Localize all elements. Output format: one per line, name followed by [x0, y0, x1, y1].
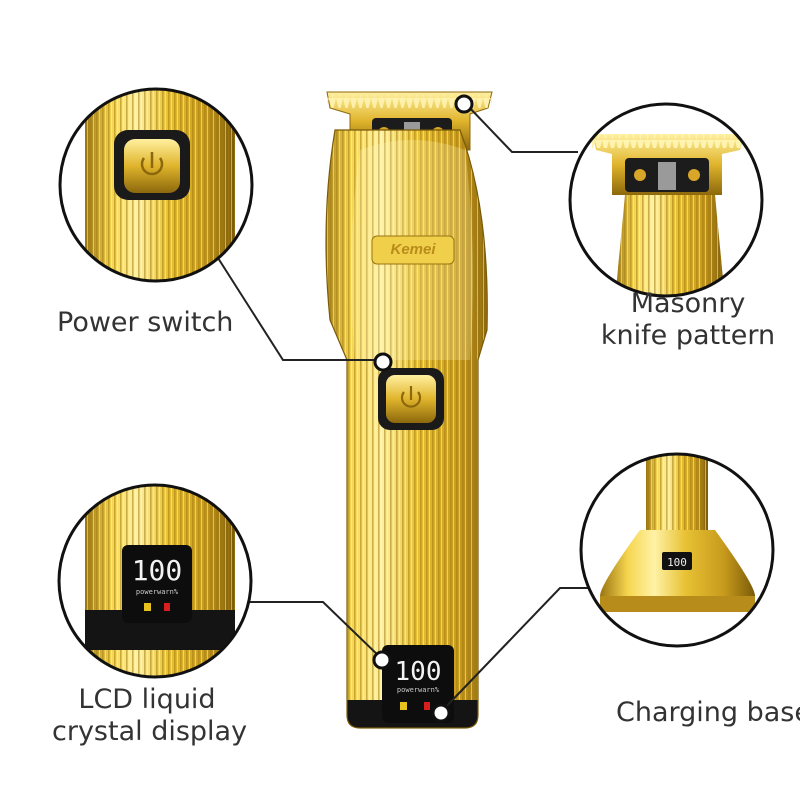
callout-lcd-display: LCD liquid crystal display [52, 684, 248, 748]
callout-masonry-line1: Masonry [630, 288, 746, 319]
callout-masonry-line2: knife pattern [600, 320, 776, 351]
leader-dots [372, 94, 474, 723]
detail-lcd-number: 100 [132, 554, 183, 587]
callout-charging-base: Charging base [616, 697, 800, 729]
detail-circle-lcd: 100 powerwarn% [57, 483, 253, 679]
detail-lcd-caption: powerwarn% [136, 588, 179, 596]
main-lcd-number: 100 [395, 657, 442, 687]
callout-charging-base-text: Charging base [616, 697, 800, 728]
callout-masonry-knife-pattern: Masonry knife pattern [588, 288, 788, 352]
trimmer-body: 100 powerwarn% [325, 91, 493, 729]
callout-lcd-line2: crystal display [52, 716, 248, 747]
detail-circle-charging-base: 100 [579, 452, 775, 648]
detail-circle-power-switch [58, 87, 254, 283]
callout-power-switch-text: Power switch [57, 307, 234, 338]
base-lcd-number: 100 [667, 556, 687, 569]
main-lcd-caption: powerwarn% [397, 686, 440, 694]
callout-power-switch: Power switch [57, 307, 233, 339]
detail-circle-blade [568, 102, 764, 298]
callout-lcd-line1: LCD liquid [78, 684, 216, 715]
brand-logo: Kemei [390, 241, 436, 258]
